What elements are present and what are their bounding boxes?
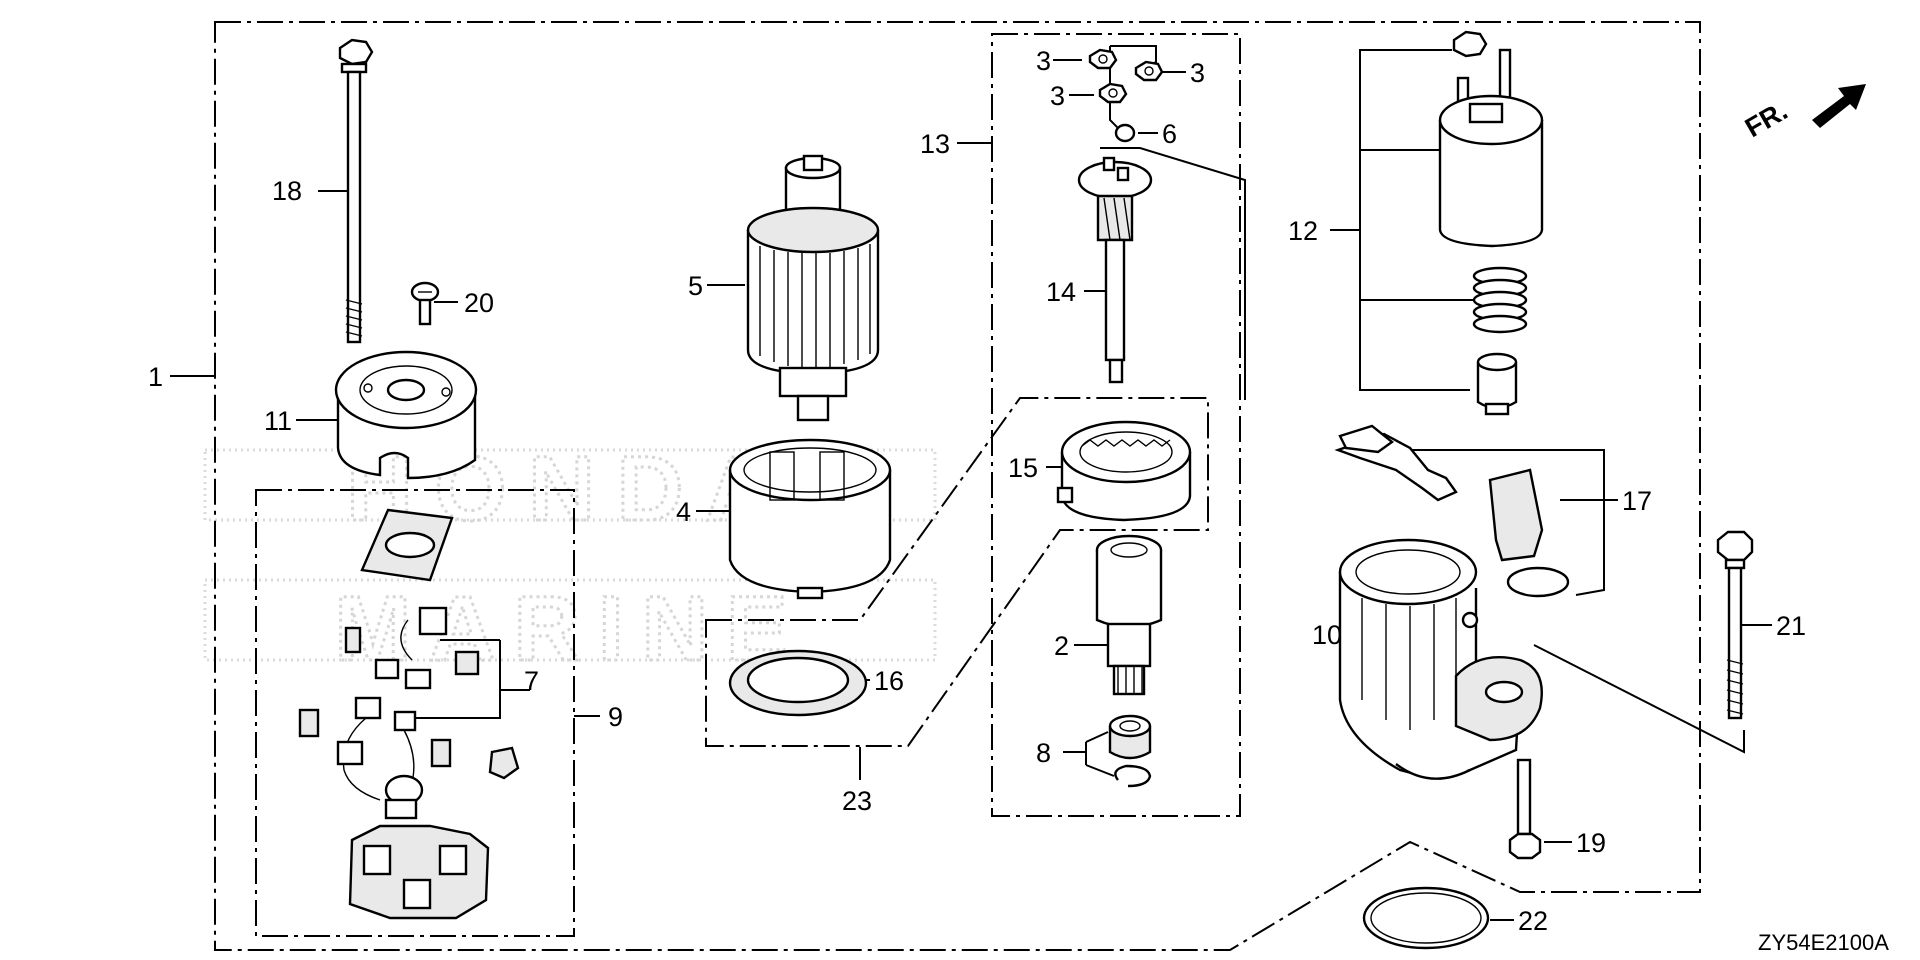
nut-3c: [1098, 82, 1128, 104]
group-box-13: [991, 33, 1241, 817]
callout-6: 6: [1162, 119, 1177, 149]
shift-lever-17: [1334, 424, 1458, 502]
gear-shaft-14: [1077, 156, 1153, 384]
screw-20: [410, 281, 440, 326]
group-outline-23: [705, 397, 1209, 747]
callout-18: 18: [272, 176, 302, 206]
brush-holder-plate: [360, 508, 454, 582]
brush-set-7: [298, 606, 480, 820]
callout-17: 17: [1622, 486, 1652, 516]
callout-3a: 3: [1036, 46, 1051, 76]
o-ring-22: [1362, 886, 1490, 950]
internal-gear-15: [1056, 420, 1192, 522]
front-direction-label: FR.: [1740, 95, 1793, 143]
terminal-clip: [488, 746, 520, 780]
bolt-21: [1716, 530, 1754, 720]
callout-3b: 3: [1190, 58, 1205, 88]
stop-collar-8: [1108, 714, 1152, 760]
washer-6: [1114, 123, 1136, 143]
callout-11: 11: [264, 406, 292, 436]
callout-19: 19: [1576, 828, 1606, 858]
callout-labels: 1 18 20 11 5 4 7 9 16 23 13 3 3 3 6 14 1…: [148, 46, 1806, 936]
gasket-16: [728, 649, 868, 717]
callout-14: 14: [1046, 277, 1076, 307]
callout-20: 20: [464, 288, 494, 318]
lever-holder-17: [1488, 468, 1544, 562]
callout-7: 7: [524, 666, 539, 696]
callout-22: 22: [1518, 906, 1548, 936]
front-direction-arrow-icon: FR.: [1740, 84, 1866, 143]
callout-3c: 3: [1050, 81, 1065, 111]
diagram-code: ZY54E2100A: [1758, 930, 1889, 955]
group-box-9: [255, 489, 575, 937]
nut-3a: [1088, 48, 1118, 70]
callout-4: 4: [676, 497, 691, 527]
nut-3b: [1134, 60, 1164, 82]
callout-5: 5: [688, 271, 703, 301]
bolt-19: [1508, 758, 1542, 860]
yoke-4: [728, 438, 892, 600]
callout-2: 2: [1054, 631, 1069, 661]
callout-15: 15: [1008, 453, 1038, 483]
callout-12: 12: [1288, 216, 1318, 246]
callout-10: 10: [1312, 620, 1342, 650]
end-cover-11: [334, 350, 478, 480]
grommet-17: [1506, 566, 1570, 598]
assembly-boundary-1: [214, 21, 1701, 951]
front-housing-10: [1338, 538, 1543, 780]
solenoid-12: [1438, 30, 1544, 416]
callout-16: 16: [874, 666, 904, 696]
callout-9: 9: [608, 702, 623, 732]
bolt-18: [338, 38, 374, 344]
callout-8: 8: [1036, 738, 1051, 768]
svg-text:MARINE: MARINE: [335, 578, 806, 680]
callout-13: 13: [920, 129, 950, 159]
pinion-2: [1095, 534, 1163, 696]
leader-lines: [170, 45, 1772, 921]
snap-ring-8: [1114, 764, 1152, 788]
callout-21: 21: [1776, 611, 1806, 641]
armature-5: [746, 154, 880, 422]
brush-holder-9: [348, 824, 490, 920]
callout-1: 1: [148, 362, 163, 392]
callout-23: 23: [842, 786, 872, 816]
